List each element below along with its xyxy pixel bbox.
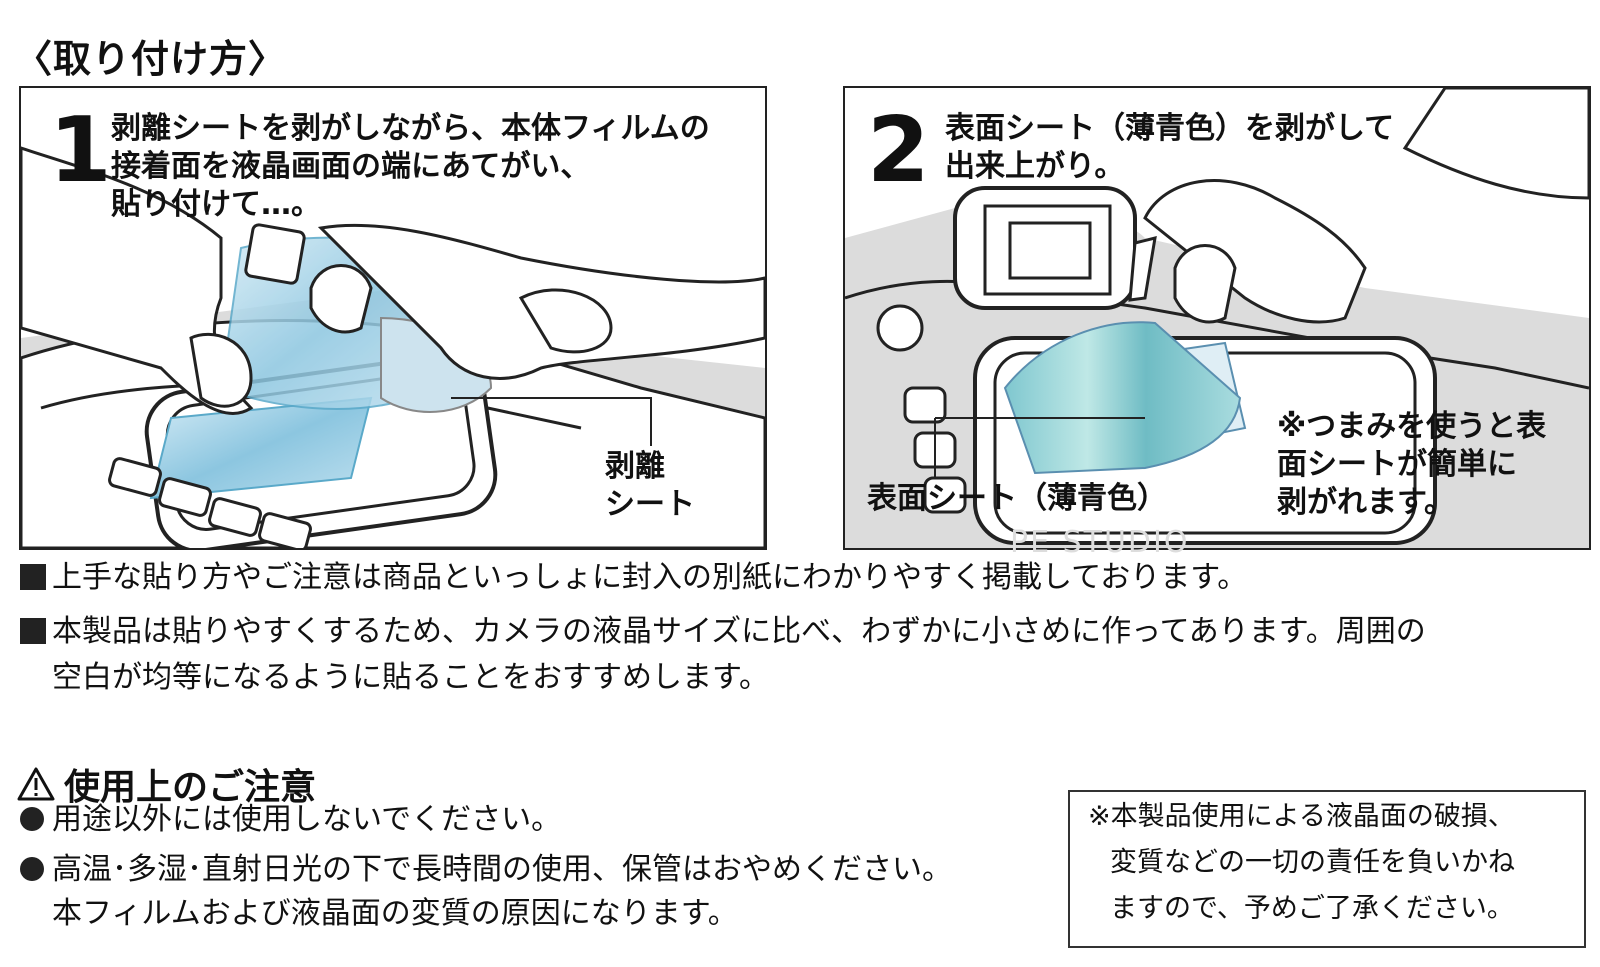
note-2: 本製品は貼りやすくするため、カメラの液晶サイズに比べ、わずかに小さめに作ってあり… <box>20 610 1426 654</box>
step1-illustration-panel: 1 剥離シートを剥がしながら、本体フィルムの 接着面を液晶画面の端にあてがい、 … <box>19 86 767 550</box>
step2-number: 2 <box>867 98 930 203</box>
step2-illustration-panel: 2 表面シート（薄青色）を剥がして 出来上がり。 表面シート（薄青色） ※つまみ… <box>843 86 1591 550</box>
page-title: 〈取り付け方〉 <box>14 37 288 81</box>
caution-item-1: 用途以外には使用しないでください。 <box>20 798 561 842</box>
caution-title-text: 使用上のご注意 <box>64 767 317 808</box>
step2-callout-surface-sheet: 表面シート（薄青色） <box>867 481 1167 516</box>
caution-heading: 使用上のご注意 <box>16 758 316 810</box>
square-bullet-icon <box>20 618 46 644</box>
caution-item-2-continued: 本フィルムおよび液晶面の変質の原因になります。 <box>52 896 738 931</box>
square-bullet-icon <box>20 564 46 590</box>
disclaimer-line-1: ※本製品使用による液晶面の破損、 <box>1088 801 1515 832</box>
caution-item-2: 高温･多湿･直射日光の下で長時間の使用、保管はおやめください。 <box>20 848 952 892</box>
round-bullet-icon <box>20 857 44 881</box>
step1-number: 1 <box>49 98 112 203</box>
disclaimer-line-2: 変質などの一切の責任を負いかね <box>1110 847 1515 878</box>
step2-instruction: 表面シート（薄青色）を剥がして 出来上がり。 <box>945 111 1395 184</box>
step1-illustration <box>21 146 765 548</box>
step1-instruction: 剥離シートを剥がしながら、本体フィルムの 接着面を液晶画面の端にあてがい、 貼り… <box>111 111 710 222</box>
disclaimer-box: ※本製品使用による液晶面の破損、 変質などの一切の責任を負いかね ますので、予め… <box>1068 790 1586 948</box>
disclaimer-line-3: ますので、予めご了承ください。 <box>1110 893 1514 924</box>
step1-callout-release-sheet: 剥離 シート <box>605 449 695 522</box>
note-2-continued: 空白が均等になるように貼ることをおすすめします。 <box>52 660 769 695</box>
step2-illustration <box>845 88 1589 548</box>
warning-triangle-icon <box>17 767 55 801</box>
note-1: 上手な貼り方やご注意は商品といっしょに封入の別紙にわかりやすく掲載しております。 <box>20 556 1247 600</box>
watermark-text: PE STUDIO <box>1010 525 1190 560</box>
round-bullet-icon <box>20 807 44 831</box>
step2-tip: ※つまみを使うと表 面シートが簡単に 剥がれます。 <box>1277 409 1547 520</box>
